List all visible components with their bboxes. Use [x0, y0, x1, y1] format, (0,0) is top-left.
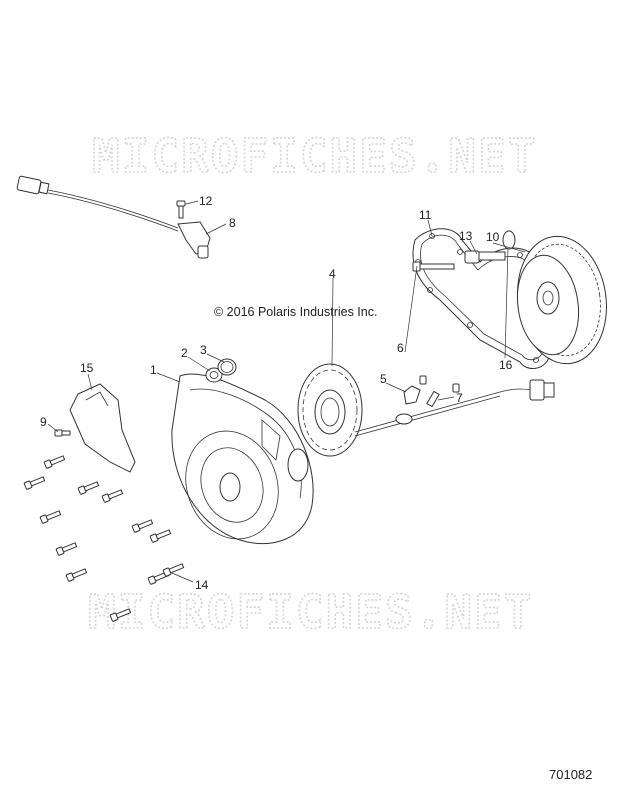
washer-16: [502, 230, 516, 250]
watermark-bottom: MICROFICHES.NET: [88, 585, 533, 639]
callout-11: 11: [419, 208, 432, 222]
callout-12: 12: [199, 194, 213, 208]
callout-8: 8: [229, 216, 236, 230]
stator-cover: [171, 373, 314, 545]
callout-3: 3: [200, 343, 207, 357]
screw-9: [54, 429, 71, 437]
callout-13: 13: [459, 229, 473, 243]
callout-1: 1: [150, 363, 157, 377]
leader-lines: [47, 200, 526, 583]
stator: [297, 363, 363, 457]
cover-bolts-14: [23, 455, 185, 622]
bolt-7: [419, 375, 460, 408]
flywheel-bolt-13: [464, 250, 506, 264]
speed-sensor-harness: [16, 175, 211, 259]
document-number: 701082: [549, 767, 592, 782]
callout-15: 15: [80, 361, 94, 375]
bracket-15: [69, 383, 136, 473]
wire-clamp-5: [403, 385, 421, 405]
callout-6: 6: [397, 341, 404, 355]
bolt-6: [412, 261, 455, 272]
flywheel: [516, 235, 607, 365]
callout-9: 9: [40, 415, 47, 429]
watermark-top: MICROFICHES.NET: [92, 129, 537, 183]
bolt-12: [176, 200, 186, 219]
callout-16: 16: [499, 358, 513, 372]
callout-14: 14: [195, 578, 209, 592]
seal-2: [205, 367, 223, 383]
callout-10: 10: [486, 230, 500, 244]
callout-5: 5: [380, 372, 387, 386]
callout-2: 2: [181, 346, 188, 360]
stator-harness: [354, 379, 555, 437]
callout-7: 7: [456, 391, 463, 405]
callout-4: 4: [329, 267, 336, 281]
copyright-text: © 2016 Polaris Industries Inc.: [214, 305, 377, 319]
